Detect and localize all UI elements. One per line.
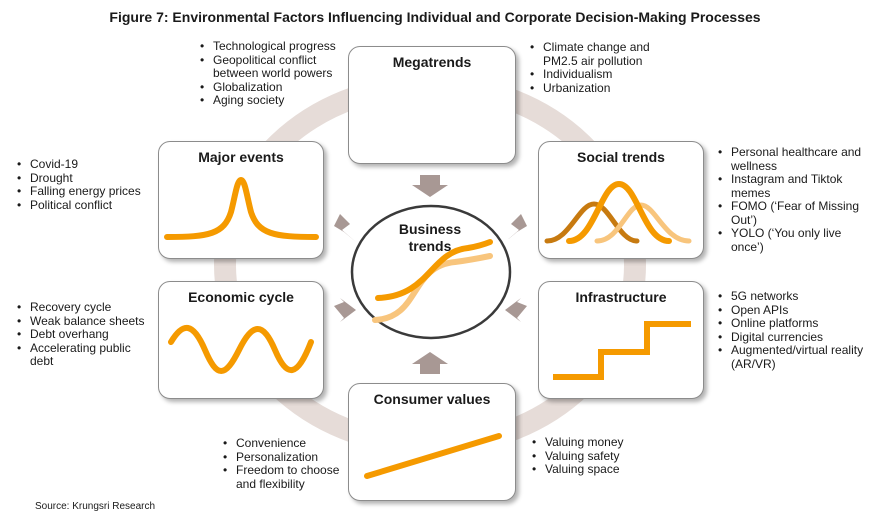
list-item: Valuing space xyxy=(532,462,662,477)
social-trends-list: Personal healthcare and wellness Instagr… xyxy=(718,145,868,254)
list-item: Geopolitical conflict between world powe… xyxy=(200,53,350,81)
bell-curves xyxy=(544,180,692,244)
source-note: Source: Krungsri Research xyxy=(35,501,156,512)
step-line xyxy=(553,321,691,380)
infrastructure-list: 5G networks Open APIs Online platforms D… xyxy=(718,289,868,371)
consumer-values-right-list: Valuing money Valuing safety Valuing spa… xyxy=(532,435,662,477)
list-item: Technological progress xyxy=(200,39,350,54)
social-trends-title: Social trends xyxy=(577,149,665,165)
list-item: Political conflict xyxy=(17,198,157,213)
list-item: Augmented/virtual reality (AR/VR) xyxy=(718,343,868,371)
infrastructure-title: Infrastructure xyxy=(575,289,667,305)
list-item: Weak balance sheets xyxy=(17,314,157,329)
bell-curve-light xyxy=(594,202,692,244)
megatrends-right-list: Climate change and PM2.5 air pollution I… xyxy=(530,40,670,96)
list-item: Valuing money xyxy=(532,435,662,450)
major-events-box: Major events xyxy=(158,141,324,259)
bell-curve-main xyxy=(566,180,672,244)
list-item: Personal healthcare and wellness xyxy=(718,145,868,173)
list-item: Online platforms xyxy=(718,316,868,331)
consumer-values-left-list: Convenience Personalization Freedom to c… xyxy=(223,436,353,491)
list-item: Accelerating public debt xyxy=(17,341,157,369)
megatrends-box: Megatrends xyxy=(348,46,516,164)
list-item: Convenience xyxy=(223,436,353,451)
list-item: Aging society xyxy=(200,93,350,108)
business-trend-curve-light xyxy=(372,253,493,323)
spike-line xyxy=(164,176,319,240)
major-events-title: Major events xyxy=(198,149,284,165)
linear-curve xyxy=(364,433,502,479)
list-item: Urbanization xyxy=(530,81,670,96)
list-item: Open APIs xyxy=(718,303,868,318)
consumer-values-box: Consumer values xyxy=(348,383,516,501)
center-label: Business trends xyxy=(385,221,475,255)
consumer-values-title: Consumer values xyxy=(373,391,491,407)
megatrends-title: Megatrends xyxy=(392,54,472,70)
list-item: Falling energy prices xyxy=(17,184,157,199)
step-curve xyxy=(553,321,691,380)
bell-curve-dark xyxy=(544,201,640,244)
major-events-list: Covid-19 Drought Falling energy prices P… xyxy=(17,157,157,213)
list-item: YOLO (‘You only live once’) xyxy=(718,226,868,254)
list-item: Recovery cycle xyxy=(17,300,157,315)
arrow-from-infrastructure xyxy=(505,298,527,322)
wave-curve xyxy=(168,325,314,374)
list-item: Instagram and Tiktok memes xyxy=(718,172,868,200)
infrastructure-box: Infrastructure xyxy=(538,281,704,399)
list-item: Valuing safety xyxy=(532,449,662,464)
list-item: FOMO (‘Fear of Missing Out’) xyxy=(718,199,868,227)
economic-cycle-title: Economic cycle xyxy=(188,289,294,305)
list-item: Debt overhang xyxy=(17,327,157,342)
center-label-line2: trends xyxy=(408,238,452,254)
arrow-from-economic-cycle xyxy=(334,298,356,322)
list-item: Globalization xyxy=(200,80,350,95)
economic-cycle-box: Economic cycle xyxy=(158,281,324,399)
figure-title: Figure 7: Environmental Factors Influenc… xyxy=(109,9,761,25)
arrow-from-megatrends xyxy=(412,175,448,197)
arrow-from-social-trends xyxy=(505,214,527,242)
list-item: Covid-19 xyxy=(17,157,157,172)
list-item: Climate change and PM2.5 air pollution xyxy=(530,40,670,68)
list-item: Personalization xyxy=(223,450,353,465)
business-trend-curve xyxy=(375,239,493,301)
list-item: Freedom to choose and flexibility xyxy=(223,463,353,491)
list-item: Digital currencies xyxy=(718,330,868,345)
megatrends-left-list: Technological progress Geopolitical conf… xyxy=(200,39,350,108)
spike-curve xyxy=(164,176,319,240)
social-trends-box: Social trends xyxy=(538,141,704,259)
economic-cycle-list: Recovery cycle Weak balance sheets Debt … xyxy=(17,300,157,369)
wave-line xyxy=(168,325,314,374)
arrow-from-consumer-values xyxy=(412,352,448,374)
center-label-line1: Business xyxy=(398,221,462,237)
list-item: Drought xyxy=(17,171,157,186)
linear-line xyxy=(364,433,502,479)
list-item: 5G networks xyxy=(718,289,868,304)
list-item: Individualism xyxy=(530,67,670,82)
arrow-from-major-events xyxy=(334,214,356,242)
